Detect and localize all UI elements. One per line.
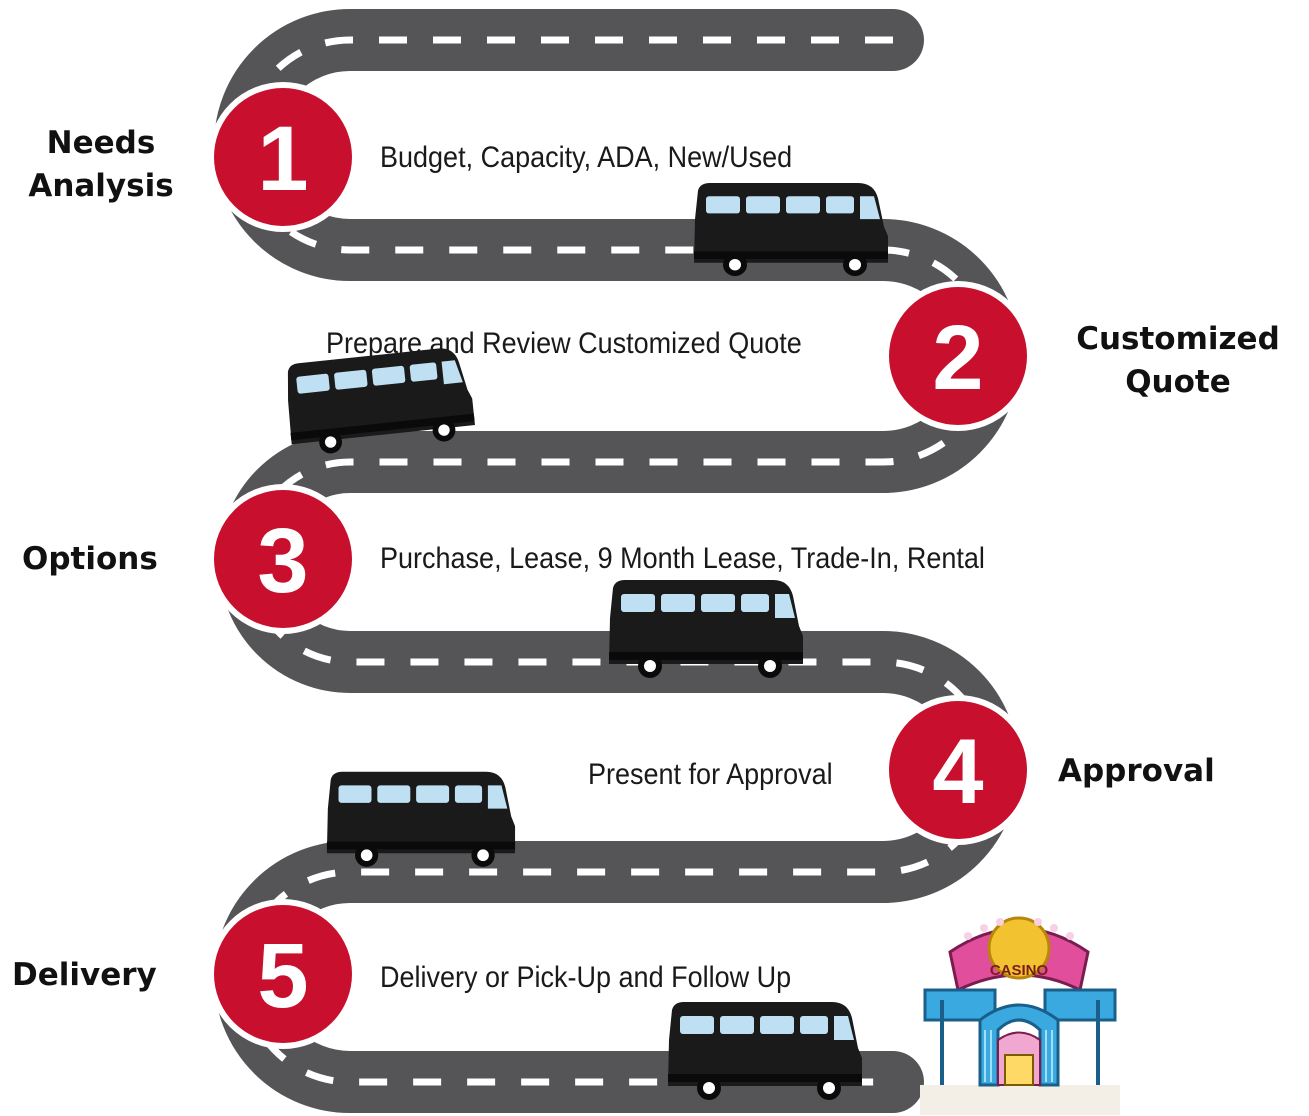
step-marker-4: 4: [883, 695, 1033, 845]
casino-building-icon: CASINO: [920, 916, 1120, 1115]
step-number-5: 5: [257, 925, 308, 1027]
shuttle-van-icon: [326, 771, 516, 867]
shuttle-van-icon: [694, 183, 888, 277]
step-number-3: 3: [257, 510, 308, 612]
step-title-1: Needs Analysis: [28, 125, 174, 205]
step-title-5: Delivery: [12, 957, 157, 993]
step-title-3: Options: [22, 541, 158, 577]
step-number-1: 1: [257, 108, 308, 210]
step-title-2: Customized Quote: [1076, 321, 1280, 401]
shuttle-van-icon: [668, 1002, 862, 1100]
step-description-2: Prepare and Review Customized Quote: [326, 327, 802, 360]
step-marker-5: 5: [208, 899, 358, 1049]
step-description-3: Purchase, Lease, 9 Month Lease, Trade-In…: [380, 542, 985, 575]
step-marker-3: 3: [208, 484, 358, 634]
step-description-5: Delivery or Pick-Up and Follow Up: [380, 961, 792, 994]
step-marker-2: 2: [883, 281, 1033, 431]
step-marker-1: 1: [208, 82, 358, 232]
step-description-4: Present for Approval: [588, 758, 833, 791]
step-title-4: Approval: [1058, 753, 1215, 789]
casino-sign-text: CASINO: [990, 962, 1049, 979]
step-description-1: Budget, Capacity, ADA, New/Used: [380, 141, 793, 174]
shuttle-van-icon: [609, 580, 803, 678]
step-number-2: 2: [932, 307, 983, 409]
road-center-line: [241, 36, 993, 1086]
step-number-4: 4: [932, 721, 983, 823]
